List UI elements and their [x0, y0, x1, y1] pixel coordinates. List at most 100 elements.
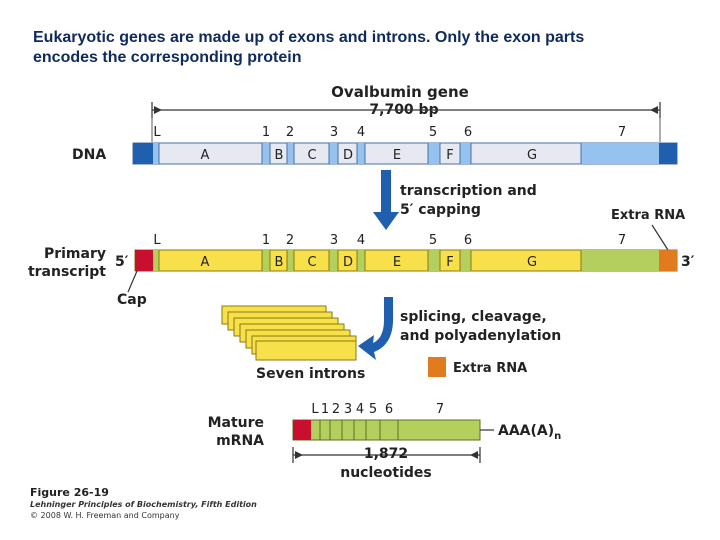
- dna-exon-num-3: 3: [330, 125, 338, 140]
- poly-a-tail-label: AAA(A)n: [498, 423, 561, 442]
- gene-title: Ovalbumin gene: [331, 83, 469, 101]
- seven-introns-stack: [221, 305, 357, 361]
- primary-exon-num-1: 1: [262, 233, 270, 248]
- poly-a-subscript: n: [554, 431, 561, 442]
- primary-intron-letters: A B C D E F G: [201, 255, 537, 270]
- mature-exon-num-1: 1: [321, 402, 329, 417]
- three-prime-label: 3′: [681, 254, 695, 270]
- primary-label-1: Primary: [44, 246, 106, 262]
- primary-transcript-bar: [134, 249, 678, 272]
- dna-exon-5: [428, 143, 440, 164]
- dna-exon-num-5: 5: [429, 125, 437, 140]
- figure-number: Figure 26-19: [30, 486, 109, 499]
- primary-intron-a: A: [201, 255, 210, 270]
- cap-pointer: [127, 270, 138, 293]
- dna-exon-l: [153, 143, 159, 164]
- primary-intron-b: B: [275, 255, 284, 270]
- primary-exon-4: [357, 250, 365, 271]
- dna-intron-b: B: [275, 148, 284, 163]
- splicing-text-1: splicing, cleavage,: [400, 309, 547, 325]
- mature-label-2: mRNA: [216, 433, 264, 449]
- dna-exon-num-4: 4: [357, 125, 365, 140]
- cap-label: Cap: [117, 292, 147, 308]
- dna-flank-right: [659, 143, 677, 164]
- mature-exon-num-l: L: [311, 402, 319, 417]
- primary-intron-c: C: [307, 255, 316, 270]
- primary-exon-num-6: 6: [464, 233, 472, 248]
- mature-exon-num-2: 2: [332, 402, 340, 417]
- heading-line-1: Eukaryotic genes are made up of exons an…: [33, 29, 585, 46]
- primary-extra-rna: [659, 250, 677, 271]
- primary-exon-l: [153, 250, 159, 271]
- primary-exon-6: [460, 250, 471, 271]
- mature-exon-num-6: 6: [385, 402, 393, 417]
- transcription-arrow: [373, 170, 399, 230]
- primary-intron-e: E: [393, 255, 401, 270]
- mature-exon-numbers: L 1 2 3 4 5 6 7: [311, 402, 444, 417]
- seven-introns-label: Seven introns: [256, 366, 365, 382]
- primary-exon-numbers: L 1 2 3 4 5 6 7: [153, 233, 626, 248]
- dna-exon-num-2: 2: [286, 125, 294, 140]
- primary-exon-2: [287, 250, 294, 271]
- primary-exon-num-4: 4: [357, 233, 365, 248]
- mature-exon-num-3: 3: [344, 402, 352, 417]
- extra-rna-square: [428, 357, 446, 377]
- extra-rna-bottom-label: Extra RNA: [453, 361, 527, 376]
- figure-book: Lehninger Principles of Biochemistry, Fi…: [30, 500, 257, 509]
- splicing-arrow: [358, 297, 393, 360]
- figure-copyright: © 2008 W. H. Freeman and Company: [30, 511, 180, 520]
- dna-intron-a: A: [201, 148, 210, 163]
- dna-intron-d: D: [343, 148, 353, 163]
- dna-intron-letters: A B C D E F G: [201, 148, 537, 163]
- primary-exon-num-2: 2: [286, 233, 294, 248]
- mature-exon-num-4: 4: [356, 402, 364, 417]
- primary-exon-1: [262, 250, 270, 271]
- five-prime-label: 5′: [115, 254, 129, 270]
- primary-intron-d: D: [343, 255, 353, 270]
- primary-exon-7: [581, 250, 659, 271]
- mrna-length-value: 1,872: [364, 446, 408, 462]
- heading-line-2: encodes the corresponding protein: [33, 49, 302, 66]
- dna-exon-6: [460, 143, 471, 164]
- dna-exon-1: [262, 143, 270, 164]
- dna-exon-4: [357, 143, 365, 164]
- dna-exon-7: [581, 143, 659, 164]
- dna-exon-3: [329, 143, 338, 164]
- slide-heading: Eukaryotic genes are made up of exons an…: [33, 28, 693, 68]
- primary-exon-num-7: 7: [618, 233, 626, 248]
- splicing-text-2: and polyadenylation: [400, 328, 561, 344]
- mature-mrna-bar: [292, 419, 481, 441]
- primary-exon-5: [428, 250, 440, 271]
- poly-a-text: AAA(A): [498, 423, 554, 439]
- extra-rna-top-label: Extra RNA: [611, 208, 685, 223]
- dna-intron-e: E: [393, 148, 401, 163]
- dna-flank-left: [133, 143, 153, 164]
- dna-exon-numbers: L 1 2 3 4 5 6 7: [153, 125, 626, 140]
- dna-exon-num-l: L: [153, 125, 161, 140]
- dna-intron-f: F: [446, 148, 453, 163]
- mature-exon-num-5: 5: [369, 402, 377, 417]
- mature-exon-num-7: 7: [436, 402, 444, 417]
- mature-label-1: Mature: [208, 415, 264, 431]
- mrna-length-unit: nucleotides: [340, 465, 432, 481]
- primary-intron-g: G: [527, 255, 537, 270]
- primary-exon-num-l: L: [153, 233, 161, 248]
- primary-exon-num-5: 5: [429, 233, 437, 248]
- primary-cap: [135, 250, 153, 271]
- primary-exon-3: [329, 250, 338, 271]
- primary-label-2: transcript: [28, 264, 106, 280]
- transcription-text-2: 5′ capping: [400, 202, 481, 218]
- dna-bar: [132, 142, 678, 165]
- dna-label: DNA: [72, 147, 106, 163]
- primary-intron-f: F: [446, 255, 453, 270]
- extra-rna-pointer: [651, 224, 669, 251]
- dna-intron-c: C: [307, 148, 316, 163]
- dna-exon-num-6: 6: [464, 125, 472, 140]
- dna-exon-num-7: 7: [618, 125, 626, 140]
- dna-exon-2: [287, 143, 294, 164]
- dna-intron-g: G: [527, 148, 537, 163]
- mature-cap: [293, 420, 311, 440]
- dna-exon-num-1: 1: [262, 125, 270, 140]
- primary-exon-num-3: 3: [330, 233, 338, 248]
